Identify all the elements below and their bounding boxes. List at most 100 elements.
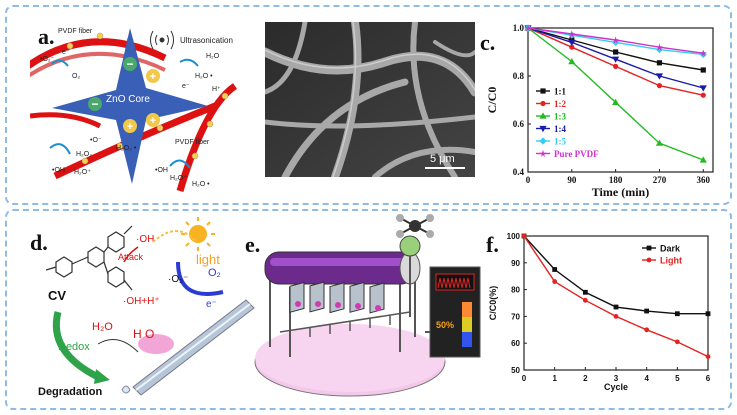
charge-minus-icons: − − [88, 57, 137, 111]
degradation-label: Degradation [38, 386, 102, 398]
panel-a-illustration: + + + − − ZnO Core Ultrasonication PVDF … [30, 28, 238, 192]
svg-text:•O⁻: •O⁻ [90, 137, 102, 144]
data-point [644, 308, 650, 314]
svg-text:O₂: O₂ [72, 73, 80, 80]
ultrasonication-label: Ultrasonication [180, 36, 233, 45]
panel-d-illustration: CV light ·OH Attack ·OH+H⁺ ·O₂⁻ O₂ e⁻ H₂… [38, 217, 255, 398]
panel-a-label: a. [38, 24, 55, 49]
pvdf-fiber-top-label: PVDF fiber [58, 28, 93, 35]
x-tick-label: 5 [675, 374, 680, 383]
x-tick-label: 0 [522, 374, 527, 383]
legend-marker [539, 137, 547, 145]
data-point [569, 44, 575, 50]
y-tick-label: 50 [511, 366, 520, 375]
data-point [613, 314, 619, 319]
x-tick-label: 3 [614, 374, 619, 383]
svg-text:H₂O⁺: H₂O⁺ [170, 175, 187, 182]
plot-frame [527, 27, 714, 173]
data-point [524, 24, 532, 32]
svg-text:H₂O •: H₂O • [195, 73, 213, 80]
sem-image: 5 μm [265, 22, 475, 177]
svg-text:·O₂⁻: ·O₂⁻ [168, 274, 188, 285]
data-point [612, 36, 620, 44]
y-tick-label: 1.0 [513, 23, 525, 33]
ultrasonication-icon [150, 30, 174, 50]
legend-marker [539, 125, 547, 133]
svg-text:H₂O₂: H₂O₂ [76, 151, 92, 158]
svg-text:+: + [127, 121, 133, 133]
data-point [568, 30, 576, 38]
series-line-dark [523, 235, 708, 315]
svg-text:H₂O₂ •: H₂O₂ • [116, 145, 137, 152]
svg-text:·OH: ·OH [136, 234, 154, 245]
x-tick-label: 360 [697, 175, 711, 185]
y-tick-label: 100 [507, 232, 521, 241]
light-label: light [196, 252, 220, 267]
x-tick-label: 270 [653, 175, 667, 185]
data-point [612, 98, 620, 105]
data-point [613, 63, 619, 69]
scale-bar-label: 5 μm [430, 153, 455, 165]
data-point [582, 289, 588, 295]
data-point [674, 339, 680, 345]
svg-text:•OH: •OH [155, 167, 168, 174]
data-point [674, 311, 680, 317]
data-point [552, 279, 558, 284]
data-point [552, 267, 558, 272]
legend-label: 1:2 [554, 99, 566, 109]
x-axis-label: Cycle [604, 382, 628, 392]
data-point [613, 304, 619, 310]
data-point [705, 311, 711, 317]
redox-label: Redox [58, 341, 90, 353]
svg-text:H₂O: H₂O [92, 321, 113, 333]
svg-text:+: + [150, 71, 156, 83]
svg-text:−: − [91, 97, 98, 111]
pvdf-fiber-bottom-label: PVDF fiber [175, 139, 210, 146]
x-tick-label: 2 [583, 374, 588, 383]
svg-text:Attack: Attack [118, 252, 144, 262]
svg-text:H₂O⁺: H₂O⁺ [74, 169, 91, 176]
data-point [568, 58, 576, 65]
svg-text:H⁺: H⁺ [212, 86, 221, 93]
svg-text:·OH+H⁺: ·OH+H⁺ [123, 296, 160, 307]
pvdf-fiber-top2 [30, 51, 166, 78]
data-point [568, 39, 576, 46]
data-point [612, 38, 620, 46]
legend-marker [646, 245, 652, 251]
data-point [644, 327, 650, 333]
panel-e-label: e. [245, 232, 261, 257]
data-point [699, 156, 707, 163]
pvdf-fiber-right [176, 83, 238, 192]
data-point [699, 85, 707, 92]
svg-text:e⁻: e⁻ [206, 299, 217, 310]
legend-label: 1:5 [554, 137, 566, 147]
legend-label: 1:4 [554, 124, 566, 134]
svg-text:e⁻: e⁻ [182, 83, 190, 90]
x-tick-label: 6 [706, 374, 711, 383]
svg-text:H O: H O [133, 327, 154, 341]
charge-plus-icons: + + + [123, 69, 160, 133]
svg-text:•O₂⁻: •O₂⁻ [40, 56, 55, 63]
y-tick-label: 0.6 [513, 119, 525, 129]
svg-text:e⁻: e⁻ [62, 49, 70, 56]
cv-label: CV [48, 288, 66, 303]
y-tick-label: 80 [511, 286, 520, 295]
fan-icon [396, 214, 434, 238]
legend-marker [540, 88, 546, 94]
data-point [521, 233, 527, 239]
data-point [656, 83, 663, 89]
legend-label: Pure PVDF [554, 149, 599, 159]
zno-core-label: ZnO Core [106, 94, 150, 105]
panel-f-label: f. [486, 232, 499, 257]
data-point [700, 92, 706, 98]
percent-label: 50% [436, 320, 454, 330]
svg-text:−: − [126, 57, 133, 71]
legend-marker [539, 149, 547, 158]
legend-label: Dark [660, 244, 681, 254]
x-tick-label: 180 [609, 175, 623, 185]
data-point [613, 49, 619, 55]
y-tick-label: 0.8 [513, 71, 525, 81]
data-point [612, 56, 620, 63]
y-tick-label: 70 [511, 312, 520, 321]
